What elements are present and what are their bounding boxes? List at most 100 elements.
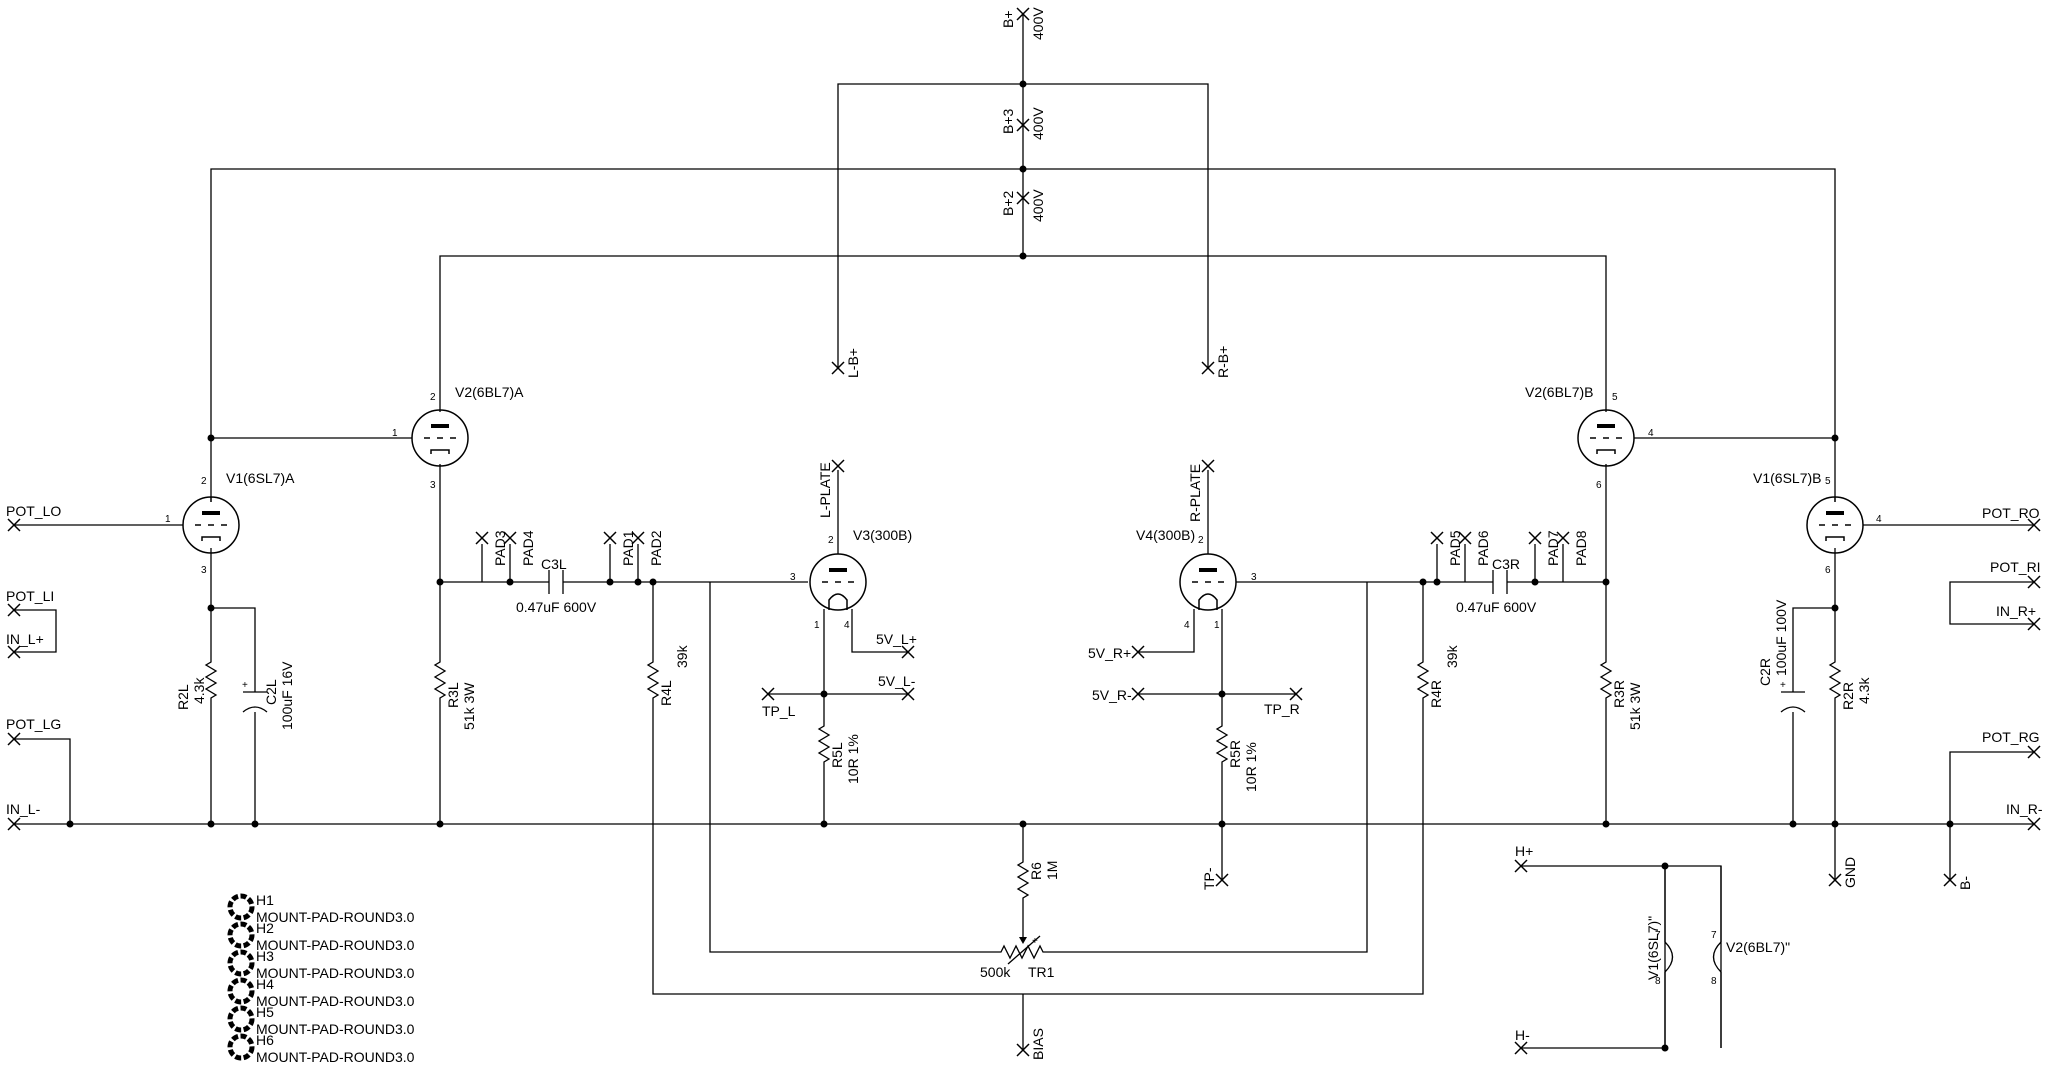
c2l-value: 100uF 16V bbox=[279, 661, 295, 730]
v1h-pin8: 8 bbox=[1655, 976, 1661, 987]
v3-label: V3(300B) bbox=[853, 527, 912, 543]
in-rp-label: IN_R+ bbox=[1996, 603, 2036, 619]
resistor-r4r: R4R 39k bbox=[1417, 644, 1460, 709]
h5-value: MOUNT-PAD-ROUND3.0 bbox=[256, 1021, 415, 1037]
mount-pad-h3: H3 MOUNT-PAD-ROUND3.0 bbox=[230, 948, 415, 981]
svg-text:+: + bbox=[1032, 936, 1038, 947]
v4-pin2: 2 bbox=[1198, 535, 1204, 546]
test-point-labels: L-PLATE R-PLATE 5V_L+ 5V_L- TP_L 5V_R+ 5… bbox=[762, 462, 1973, 1060]
c2r-value: 100uF 100V bbox=[1773, 599, 1789, 676]
pot-ri-label: POT_RI bbox=[1990, 559, 2041, 575]
mount-pad-h6: H6 MOUNT-PAD-ROUND3.0 bbox=[230, 1032, 415, 1065]
r3r-name: R3R bbox=[1611, 680, 1627, 708]
supply-labels: B+ 400V B+3 400V B+2 400V L-B+ R-B+ bbox=[845, 7, 1231, 378]
h2-name: H2 bbox=[256, 920, 274, 936]
tube-v1a: V1(6SL7)A 2 1 3 bbox=[165, 470, 295, 576]
r2l-value: 4.3k bbox=[191, 677, 207, 704]
resistor-r4l: R4L 39k bbox=[647, 644, 690, 709]
5v-lm-label: 5V_L- bbox=[878, 673, 916, 689]
v2a-pin2: 2 bbox=[430, 392, 436, 403]
tube-v2b: V2(6BL7)B 5 4 6 bbox=[1525, 384, 1654, 491]
v2h-label: V2(6BL7)" bbox=[1726, 939, 1790, 955]
v1h-pin7: 7 bbox=[1655, 930, 1661, 941]
v1b-pin5: 5 bbox=[1825, 476, 1831, 487]
v2b-label: V2(6BL7)B bbox=[1525, 384, 1593, 400]
r5l-value: 10R 1% bbox=[845, 734, 861, 784]
pad1-label: PAD1 bbox=[620, 530, 636, 566]
capacitor-c2r: + C2R 100uF 100V bbox=[1757, 599, 1806, 713]
c2r-name: C2R bbox=[1757, 658, 1773, 686]
bplus-name: B+ bbox=[1000, 10, 1016, 28]
resistor-r3l: R3L 51k 3W bbox=[434, 651, 477, 730]
v2b-pin4: 4 bbox=[1648, 428, 1654, 439]
gnd-label: GND bbox=[1842, 857, 1858, 888]
r2r-name: R2R bbox=[1840, 682, 1856, 710]
bplus3-value: 400V bbox=[1030, 107, 1046, 140]
mount-pad-h2: H2 MOUNT-PAD-ROUND3.0 bbox=[230, 920, 415, 953]
c3l-value: 0.47uF 600V bbox=[516, 599, 597, 615]
r5r-name: R5R bbox=[1227, 740, 1243, 768]
v1b-pin6: 6 bbox=[1825, 565, 1831, 576]
c2l-name: C2L bbox=[263, 679, 279, 705]
pad2-label: PAD2 bbox=[648, 530, 664, 566]
heater-v2: V2(6BL7)" 7 8 bbox=[1711, 866, 1790, 1048]
terminal-markers bbox=[7, 7, 2041, 1057]
pad7-label: PAD7 bbox=[1545, 530, 1561, 566]
r6-name: R6 bbox=[1028, 862, 1044, 880]
in-rm-label: IN_R- bbox=[2006, 801, 2043, 817]
mounting-pads: H1 MOUNT-PAD-ROUND3.0 H2 MOUNT-PAD-ROUND… bbox=[230, 892, 415, 1065]
v2b-pin6: 6 bbox=[1596, 480, 1602, 491]
heater-v1: V1(6SL7)" 7 8 bbox=[1645, 866, 1674, 1048]
v3-pin1: 1 bbox=[814, 620, 820, 631]
h1-value: MOUNT-PAD-ROUND3.0 bbox=[256, 909, 415, 925]
h4-value: MOUNT-PAD-ROUND3.0 bbox=[256, 993, 415, 1009]
bplus3-name: B+3 bbox=[1000, 108, 1016, 134]
resistor-r6: R6 1M bbox=[1017, 851, 1060, 909]
resistor-r5r: R5R 10R 1% bbox=[1216, 715, 1259, 792]
resistor-r2l: R2L 4.3k bbox=[175, 651, 217, 710]
tp-minus-label: TP- bbox=[1201, 867, 1217, 890]
c3r-value: 0.47uF 600V bbox=[1456, 599, 1537, 615]
resistor-r2r: R2R 4.3k bbox=[1829, 651, 1872, 710]
r3r-value: 51k 3W bbox=[1627, 682, 1643, 730]
wires bbox=[14, 14, 2034, 1050]
v4-pin4: 4 bbox=[1184, 620, 1190, 631]
v1b-pin4: 4 bbox=[1876, 514, 1882, 525]
h3-name: H3 bbox=[256, 948, 274, 964]
tr1-value: 500k bbox=[980, 964, 1011, 980]
v1a-pin3: 3 bbox=[201, 565, 207, 576]
v4-pin1: 1 bbox=[1214, 620, 1220, 631]
c3l-name: C3L bbox=[541, 556, 567, 572]
pot-ro-label: POT_RO bbox=[1982, 505, 2040, 521]
h4-name: H4 bbox=[256, 976, 274, 992]
r2l-name: R2L bbox=[175, 684, 191, 710]
tr1-name: TR1 bbox=[1028, 964, 1055, 980]
capacitor-c3l: C3L 0.47uF 600V bbox=[516, 556, 597, 615]
tube-v3: V3(300B) 2 3 1 4 bbox=[790, 527, 912, 631]
pad5-label: PAD5 bbox=[1447, 530, 1463, 566]
tp-r-label: TP_R bbox=[1264, 701, 1300, 717]
h-minus-label: H- bbox=[1515, 1027, 1530, 1043]
r4r-name: R4R bbox=[1428, 680, 1444, 708]
v2h-pin7: 7 bbox=[1711, 930, 1717, 941]
trimmer-tr1: + 500k TR1 bbox=[980, 932, 1055, 980]
bplus2-name: B+2 bbox=[1000, 190, 1016, 216]
5v-lp-label: 5V_L+ bbox=[876, 631, 917, 647]
r4l-value: 39k bbox=[674, 644, 690, 668]
h3-value: MOUNT-PAD-ROUND3.0 bbox=[256, 965, 415, 981]
tube-v4: V4(300B) 2 3 4 1 bbox=[1136, 527, 1257, 631]
5v-rm-text: 5V_R- bbox=[1092, 687, 1132, 703]
v3-pin3: 3 bbox=[790, 572, 796, 583]
r2r-value: 4.3k bbox=[1856, 677, 1872, 704]
v1a-label: V1(6SL7)A bbox=[226, 470, 295, 486]
v2h-pin8: 8 bbox=[1711, 976, 1717, 987]
r4l-name: R4L bbox=[658, 680, 674, 706]
bias-label: BIAS bbox=[1030, 1028, 1046, 1060]
r3l-name: R3L bbox=[445, 682, 461, 708]
l-plate-label: L-PLATE bbox=[817, 462, 833, 518]
pad8-label: PAD8 bbox=[1573, 530, 1589, 566]
pot-lg-label: POT_LG bbox=[6, 716, 61, 732]
h1-name: H1 bbox=[256, 892, 274, 908]
pad4-label: PAD4 bbox=[520, 530, 536, 566]
